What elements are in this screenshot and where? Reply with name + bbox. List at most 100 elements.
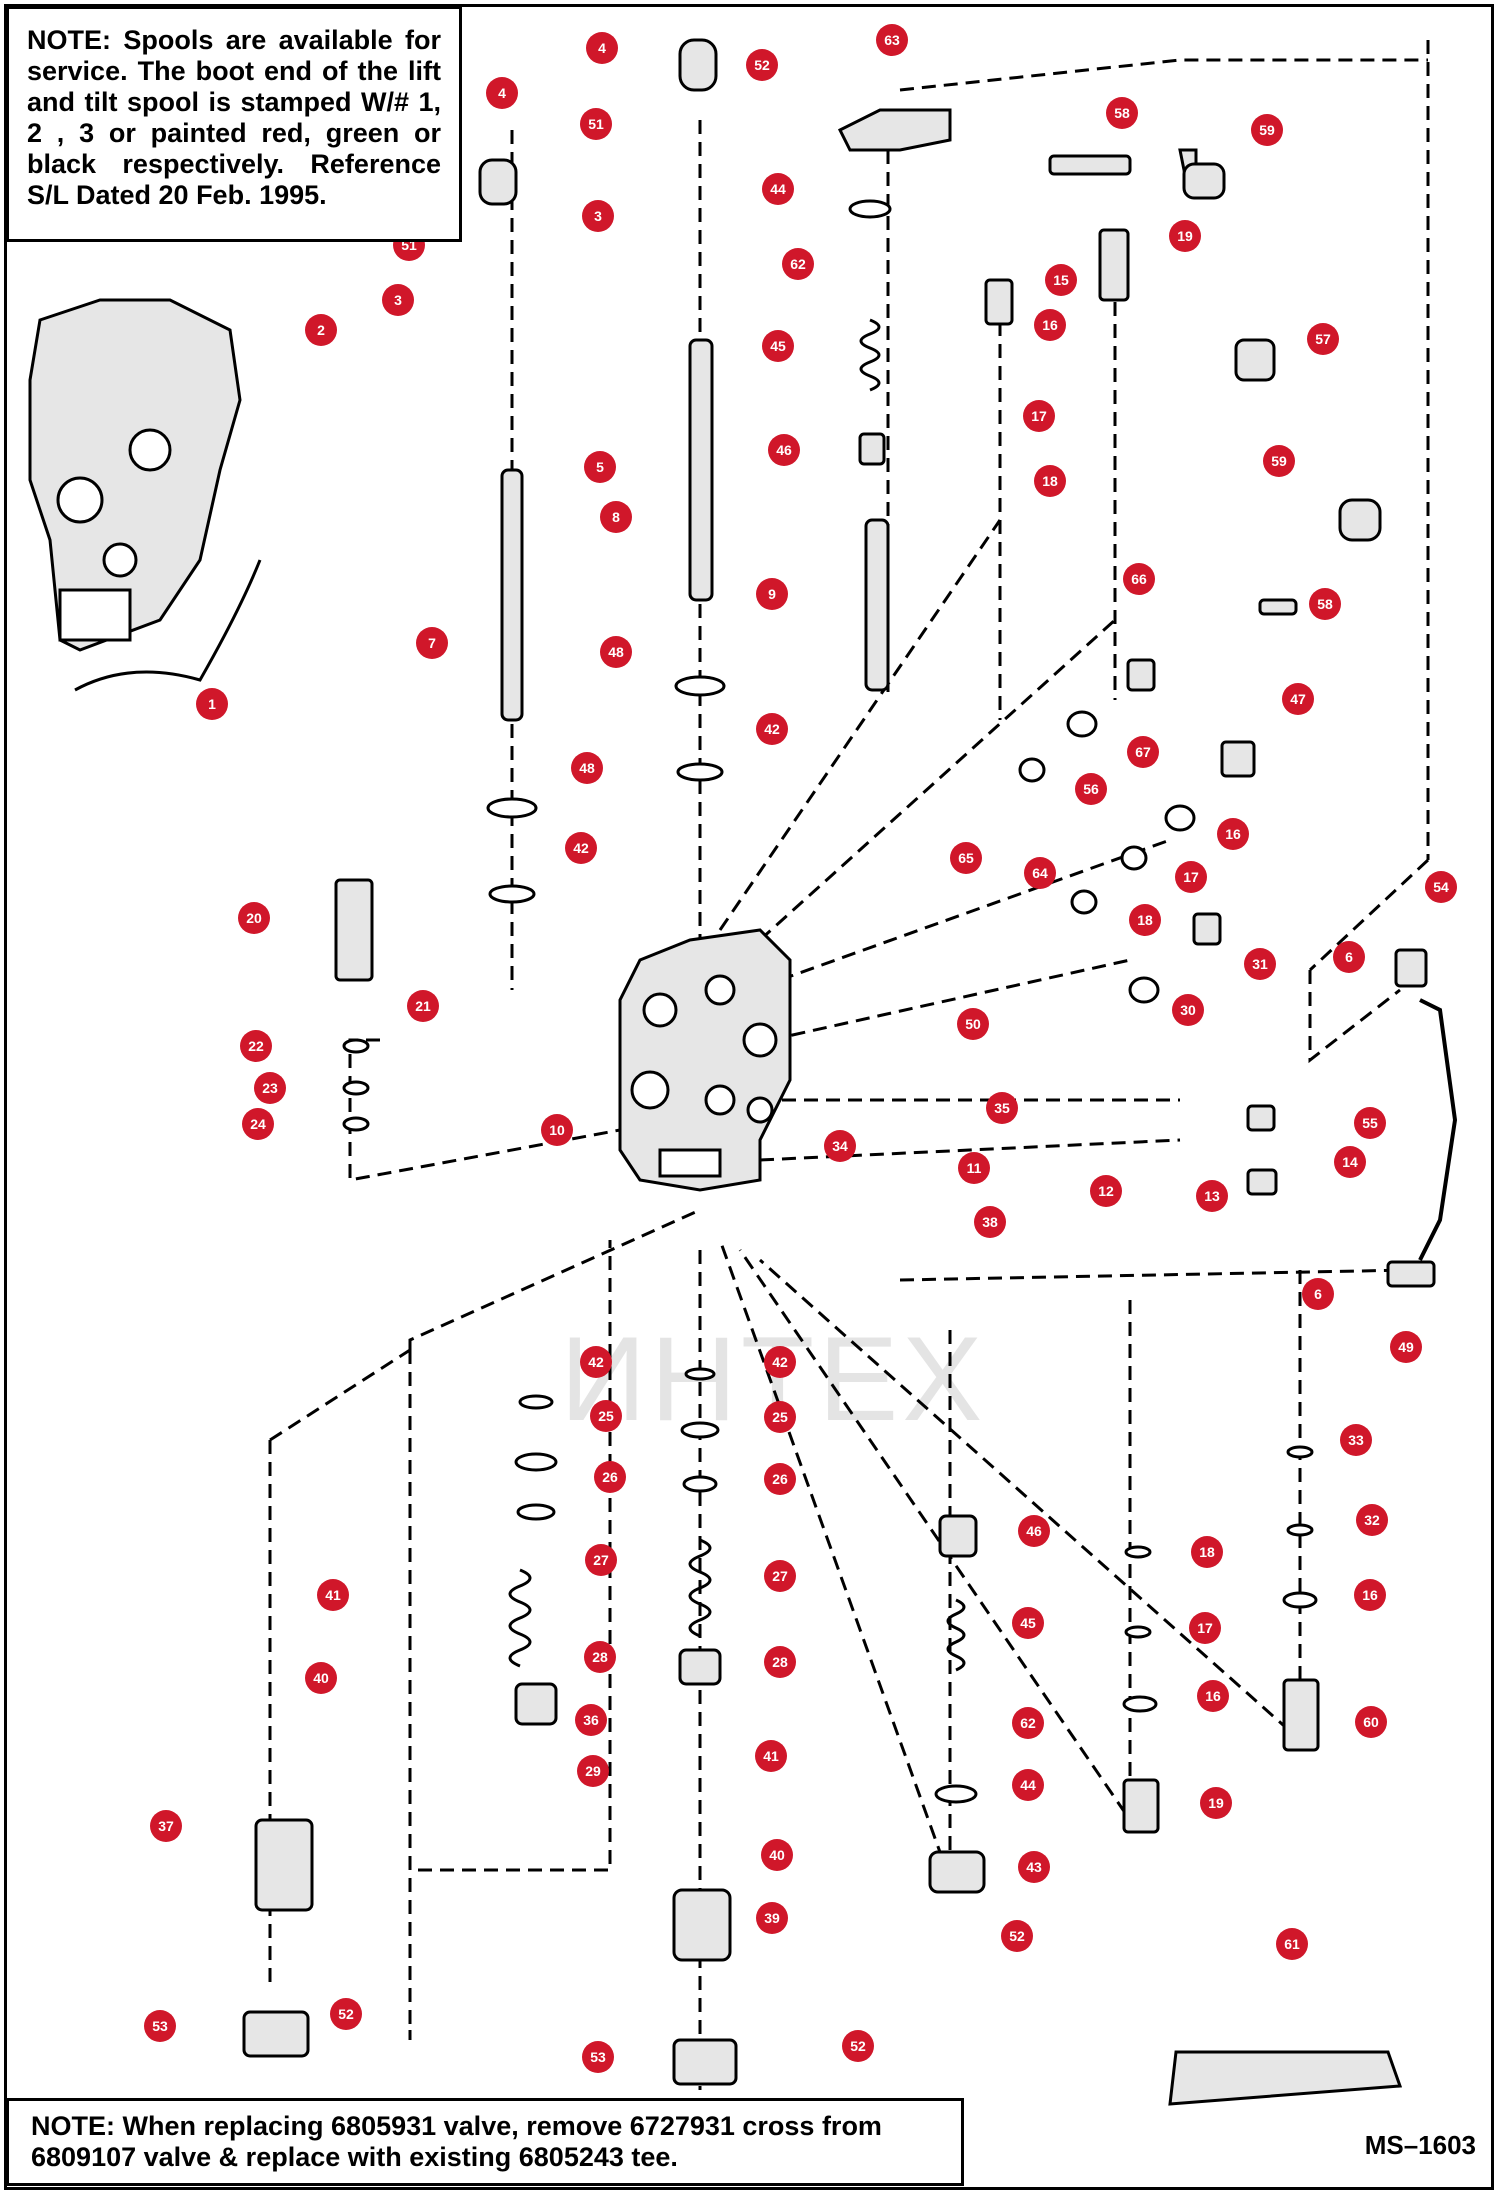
callout-number: 24: [250, 1116, 266, 1132]
callout-badge: [761, 1839, 793, 1871]
callout-number: 42: [764, 721, 780, 737]
callout-44: 44: [1012, 1769, 1044, 1801]
callout-badge: [768, 434, 800, 466]
callout-number: 45: [1020, 1615, 1036, 1631]
callout-16: 16: [1217, 818, 1249, 850]
callout-18: 18: [1191, 1536, 1223, 1568]
callout-number: 32: [1364, 1512, 1380, 1528]
callout-number: 26: [772, 1471, 788, 1487]
callout-23: 23: [254, 1072, 286, 1104]
callout-number: 28: [592, 1649, 608, 1665]
replacement-note-label: NOTE:: [31, 2111, 115, 2141]
callout-3: 3: [582, 200, 614, 232]
callout-65: 65: [950, 842, 982, 874]
callout-number: 57: [1315, 331, 1331, 347]
callout-number: 52: [1009, 1928, 1025, 1944]
callout-number: 49: [1398, 1339, 1414, 1355]
callout-badge: [584, 1641, 616, 1673]
service-note-label: NOTE:: [27, 25, 111, 55]
callout-number: 16: [1225, 826, 1241, 842]
callout-badge: [958, 1152, 990, 1184]
callout-27: 27: [764, 1560, 796, 1592]
callout-number: 42: [588, 1354, 604, 1370]
callout-number: 31: [1252, 956, 1268, 972]
callout-badge: [1175, 861, 1207, 893]
callout-4: 4: [586, 32, 618, 64]
callout-17: 17: [1023, 400, 1055, 432]
callout-47: 47: [1282, 683, 1314, 715]
callout-13: 13: [1196, 1180, 1228, 1212]
callout-26: 26: [594, 1461, 626, 1493]
callout-59: 59: [1263, 445, 1295, 477]
callout-badge: [196, 688, 228, 720]
callout-badge: [238, 902, 270, 934]
callout-badge: [565, 832, 597, 864]
callout-15: 15: [1045, 264, 1077, 296]
callout-57: 57: [1307, 323, 1339, 355]
callout-number: 35: [994, 1100, 1010, 1116]
callout-number: 44: [770, 181, 786, 197]
callout-18: 18: [1129, 904, 1161, 936]
callout-badge: [1302, 1278, 1334, 1310]
callout-52: 52: [1001, 1920, 1033, 1952]
callout-number: 58: [1317, 596, 1333, 612]
callout-number: 62: [790, 256, 806, 272]
callout-46: 46: [1018, 1515, 1050, 1547]
callout-badge: [580, 108, 612, 140]
callout-badge: [240, 1030, 272, 1062]
callout-number: 42: [573, 840, 589, 856]
callout-badge: [950, 842, 982, 874]
callout-64: 64: [1024, 857, 1056, 889]
callout-number: 5: [596, 459, 604, 475]
callout-badge: [1251, 114, 1283, 146]
callout-42: 42: [764, 1346, 796, 1378]
callout-4: 4: [486, 77, 518, 109]
callout-badge: [144, 2010, 176, 2042]
callout-badge: [764, 1401, 796, 1433]
callout-number: 51: [588, 116, 604, 132]
callout-38: 38: [974, 1206, 1006, 1238]
callout-number: 21: [415, 998, 431, 1014]
callout-badge: [1012, 1607, 1044, 1639]
callout-number: 40: [769, 1847, 785, 1863]
callout-12: 12: [1090, 1175, 1122, 1207]
callout-number: 20: [246, 910, 262, 926]
callout-number: 64: [1032, 865, 1048, 881]
callout-number: 12: [1098, 1183, 1114, 1199]
callout-18: 18: [1034, 465, 1066, 497]
callout-number: 27: [593, 1552, 609, 1568]
callout-6: 6: [1302, 1278, 1334, 1310]
callout-number: 10: [549, 1122, 565, 1138]
callout-number: 62: [1020, 1715, 1036, 1731]
callout-badge: [746, 49, 778, 81]
callout-badge: [586, 32, 618, 64]
callout-number: 47: [1290, 691, 1306, 707]
callout-badge: [1169, 220, 1201, 252]
callout-6: 6: [1333, 941, 1365, 973]
callout-badge: [1018, 1515, 1050, 1547]
callout-badge: [1106, 97, 1138, 129]
callout-number: 37: [158, 1818, 174, 1834]
callout-badge: [782, 248, 814, 280]
callout-badge: [590, 1400, 622, 1432]
callout-badge: [1355, 1706, 1387, 1738]
callout-badge: [150, 1810, 182, 1842]
callout-number: 25: [772, 1409, 788, 1425]
callout-32: 32: [1356, 1504, 1388, 1536]
callout-number: 22: [248, 1038, 264, 1054]
callout-number: 53: [152, 2018, 168, 2034]
service-note: NOTE: Spools are available for service. …: [6, 6, 462, 242]
callout-badge: [764, 1560, 796, 1592]
callout-16: 16: [1197, 1680, 1229, 1712]
replacement-note: NOTE: When replacing 6805931 valve, remo…: [6, 2098, 964, 2186]
callout-badge: [305, 1662, 337, 1694]
callout-29: 29: [577, 1755, 609, 1787]
callout-59: 59: [1251, 114, 1283, 146]
callout-25: 25: [590, 1400, 622, 1432]
callout-number: 6: [1314, 1286, 1322, 1302]
callout-number: 17: [1183, 869, 1199, 885]
callout-badge: [1196, 1180, 1228, 1212]
callout-badge: [1334, 1146, 1366, 1178]
callout-number: 1: [208, 696, 216, 712]
callout-number: 48: [608, 644, 624, 660]
